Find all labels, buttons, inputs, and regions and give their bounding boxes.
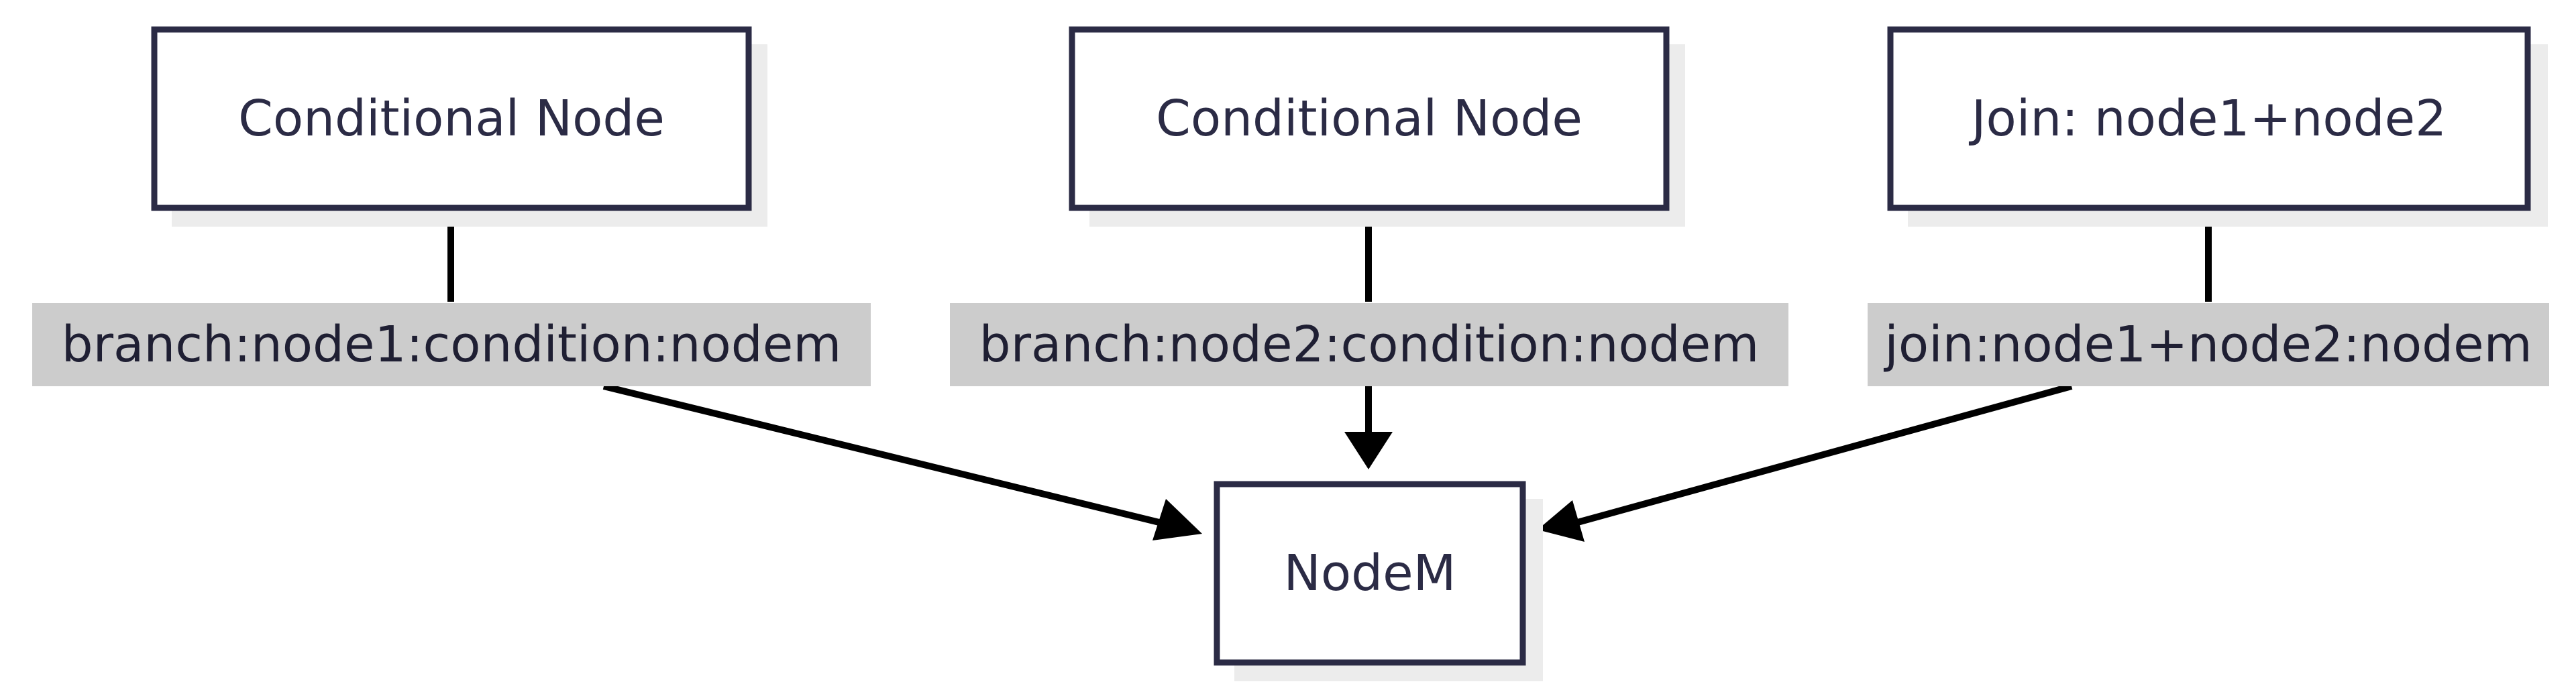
edge-label-bg bbox=[1868, 303, 2549, 386]
edge-labels: branch:node1:condition:nodem branch:node… bbox=[32, 303, 2549, 386]
node-join-label: Join: node1+node2 bbox=[1969, 90, 2447, 148]
edge-label-cond2-nodem: branch:node2:condition:nodem bbox=[979, 316, 1760, 373]
node-conditional-2[interactable] bbox=[1069, 26, 1670, 211]
edge-label-cond1-nodem: branch:node1:condition:nodem bbox=[62, 316, 842, 373]
node-conditional-1[interactable] bbox=[151, 26, 752, 211]
edge-label-bg bbox=[950, 303, 1788, 386]
nodes: Conditional Node Conditional Node Join: … bbox=[151, 26, 2548, 681]
node-conditional-1-label: Conditional Node bbox=[238, 90, 665, 148]
edges bbox=[447, 208, 2212, 542]
edge-line-cond1-nodem-diagonal bbox=[602, 383, 1163, 526]
arrowhead-icon bbox=[1152, 499, 1202, 540]
node-join[interactable] bbox=[1887, 26, 2531, 211]
arrowhead-icon bbox=[1538, 500, 1585, 542]
node-nodem[interactable] bbox=[1214, 481, 1526, 666]
edge-label-bg bbox=[32, 303, 871, 386]
node-conditional-2-label: Conditional Node bbox=[1156, 90, 1582, 148]
edge-label-join-nodem: join:node1+node2:nodem bbox=[1883, 316, 2532, 373]
node-nodem-label: NodeM bbox=[1284, 544, 1456, 602]
arrowhead-icon bbox=[1344, 432, 1393, 469]
edge-line-join-nodem-diagonal bbox=[1574, 383, 2073, 526]
